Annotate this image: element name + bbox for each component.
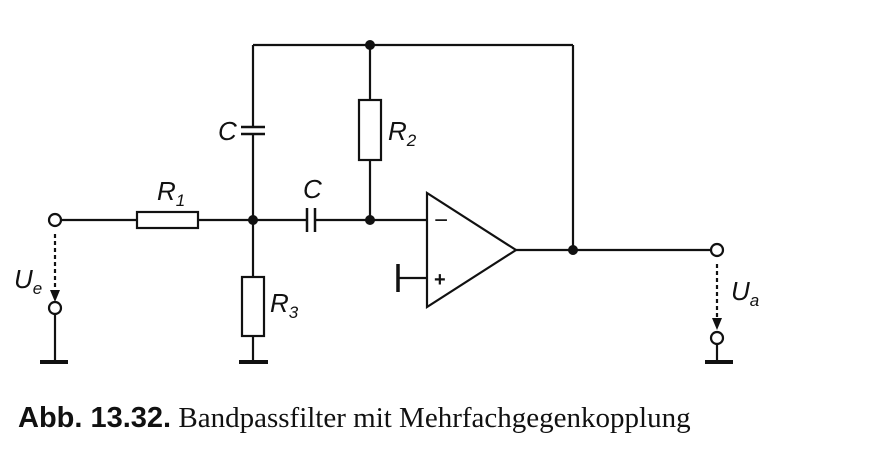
output-terminal-top xyxy=(709,242,725,258)
figure-caption: Abb. 13.32. Bandpassfilter mit Mehrfachg… xyxy=(18,402,691,435)
input-terminal-bottom xyxy=(47,300,63,316)
label-r3: R3 xyxy=(270,288,299,322)
label-ue: Ue xyxy=(14,264,42,298)
junction-node xyxy=(365,215,375,225)
ue-arrowhead xyxy=(50,290,60,302)
ua-arrowhead xyxy=(712,318,722,330)
opamp-minus: − xyxy=(434,207,448,234)
opamp-plus: + xyxy=(434,269,446,291)
label-c-mid: C xyxy=(303,174,322,204)
input-terminal-top xyxy=(47,212,63,228)
label-c-left: C xyxy=(218,116,237,146)
label-r1: R1 xyxy=(157,176,185,210)
label-ua: Ua xyxy=(731,276,759,310)
resistor-r2 xyxy=(357,98,383,162)
label-r2: R2 xyxy=(388,116,417,150)
resistor-r1 xyxy=(135,210,200,230)
opamp-symbol xyxy=(425,190,519,310)
output-terminal-bottom xyxy=(709,330,725,346)
caption-text: Bandpassfilter mit Mehrfachgegenkopplung xyxy=(178,402,691,434)
resistor-r3 xyxy=(240,275,266,338)
caption-number: Abb. 13.32. xyxy=(18,402,172,434)
